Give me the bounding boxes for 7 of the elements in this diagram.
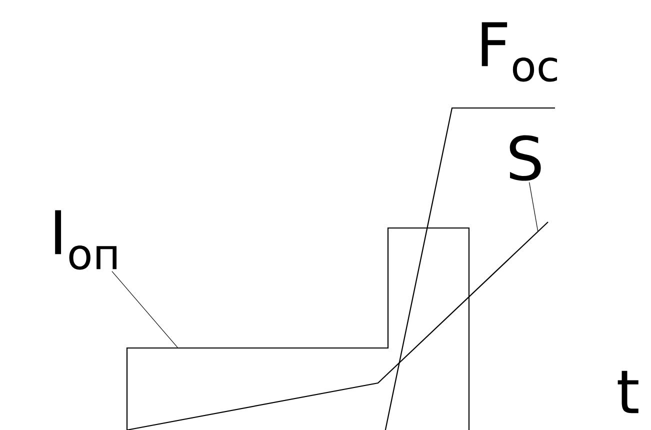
axis-label: t <box>618 370 638 414</box>
leader-line <box>528 182 538 232</box>
leader-line <box>112 271 178 348</box>
curve-label: F$_{ос}$ <box>482 22 557 82</box>
curve-label: I$_{оп}$ <box>55 210 116 270</box>
s-curve <box>126 222 548 430</box>
curve-label: S <box>510 135 541 181</box>
